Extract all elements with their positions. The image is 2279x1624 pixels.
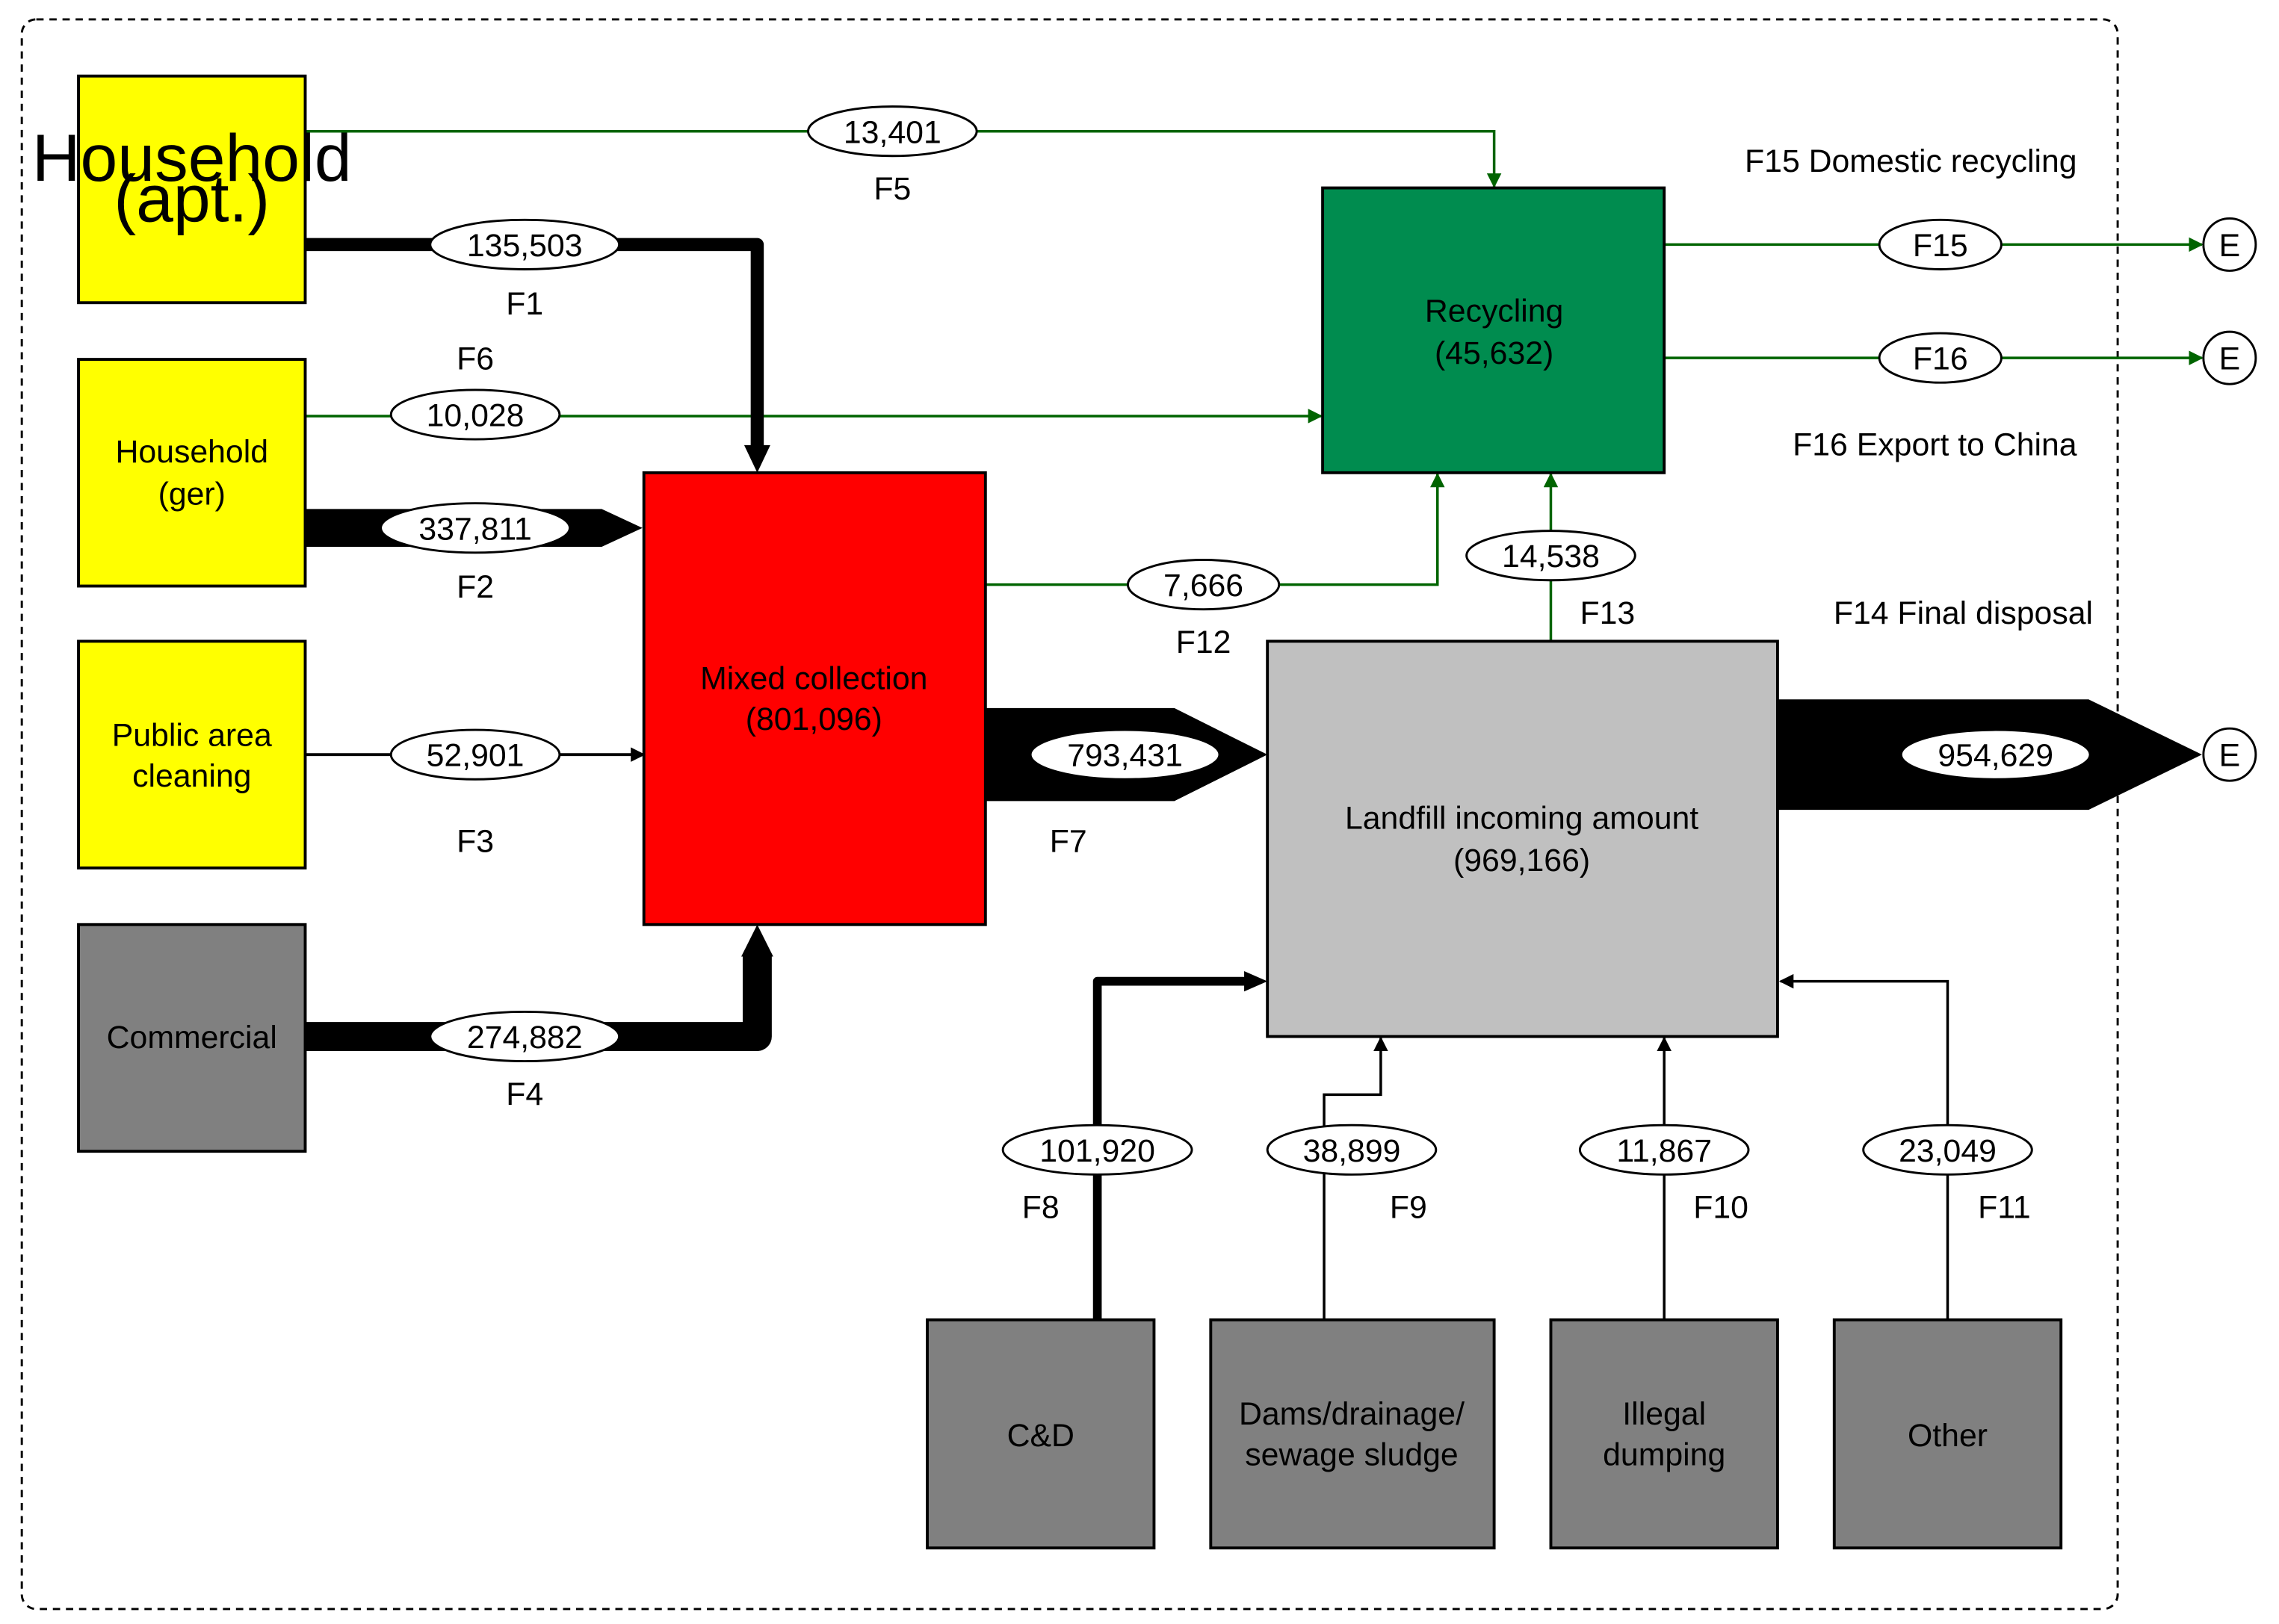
system-boundary bbox=[20, 18, 2119, 1611]
flow-value-f12: 7,666 bbox=[1126, 559, 1281, 611]
f9-id: F9 bbox=[1390, 1190, 1427, 1226]
household-ger-label-1: Household bbox=[115, 434, 268, 470]
flow-value-f1: 135,503 bbox=[429, 218, 621, 270]
exit-label-f14: E bbox=[2219, 738, 2241, 774]
landfill-label-1: Landfill incoming amount bbox=[1345, 800, 1698, 836]
f4-id: F4 bbox=[506, 1076, 543, 1112]
household-apt-label-1: Household bbox=[32, 120, 352, 195]
f10-value: 11,867 bbox=[1616, 1133, 1712, 1169]
flow-arrowhead-f1 bbox=[743, 444, 770, 473]
f4-value: 274,882 bbox=[467, 1020, 583, 1056]
flow-value-f11: 23,049 bbox=[1862, 1124, 2033, 1176]
illegal-label-1: Illegal bbox=[1622, 1396, 1706, 1432]
f12-value: 7,666 bbox=[1163, 568, 1243, 604]
public-area-label-1: Public area bbox=[112, 717, 272, 753]
commercial-label: Commercial bbox=[107, 1020, 277, 1056]
exit-label-f15: E bbox=[2219, 228, 2241, 264]
node-mixed-collection: Mixed collection (801,096) bbox=[642, 471, 987, 926]
f13-value: 14,538 bbox=[1502, 539, 1600, 574]
flow-label-f16: F16 bbox=[1878, 332, 2003, 384]
f2-id: F2 bbox=[457, 569, 494, 605]
flow-line-f11 bbox=[1778, 973, 1949, 1320]
mixed-collection-label-2: (801,096) bbox=[746, 701, 882, 737]
annotation-f16: F16 Export to China bbox=[1793, 427, 2077, 462]
flow-value-f7: 793,431 bbox=[1029, 728, 1221, 781]
annotation-f14: F14 Final disposal bbox=[1834, 595, 2093, 631]
f8-value: 101,920 bbox=[1039, 1133, 1155, 1169]
flow-value-f10: 11,867 bbox=[1578, 1124, 1750, 1176]
flow-arrowhead-f4 bbox=[741, 924, 773, 957]
household-ger-label-2: (ger) bbox=[158, 477, 226, 512]
f5-id: F5 bbox=[873, 171, 911, 207]
cd-label: C&D bbox=[1007, 1418, 1074, 1454]
flow-value-f14: 954,629 bbox=[1899, 728, 2091, 781]
f12-id: F12 bbox=[1176, 625, 1231, 660]
node-landfill: Landfill incoming amount (969,166) bbox=[1266, 639, 1779, 1038]
flow-label-f15: F15 bbox=[1878, 218, 2003, 270]
flow-value-f6: 10,028 bbox=[389, 388, 561, 441]
flow-value-f3: 52,901 bbox=[389, 728, 561, 781]
flow-line-f5 bbox=[305, 129, 1502, 188]
f3-value: 52,901 bbox=[427, 738, 525, 774]
exit-node-f16: E bbox=[2202, 330, 2257, 385]
node-cd: C&D bbox=[926, 1318, 1156, 1550]
node-commercial: Commercial bbox=[77, 923, 307, 1153]
flow-value-f13: 14,538 bbox=[1465, 530, 1636, 582]
node-recycling: Recycling (45,632) bbox=[1321, 186, 1666, 474]
dams-label-1: Dams/drainage/ bbox=[1239, 1396, 1465, 1432]
flow-value-f4: 274,882 bbox=[429, 1010, 621, 1063]
flow-value-f5: 13,401 bbox=[807, 105, 978, 158]
node-household-ger: Household (ger) bbox=[77, 358, 307, 588]
f3-id: F3 bbox=[457, 823, 494, 859]
node-household-apt: Household (apt.) bbox=[32, 74, 352, 305]
node-other: Other bbox=[1832, 1318, 2063, 1550]
household-apt-label-2: (apt.) bbox=[114, 161, 270, 235]
f1-id: F1 bbox=[506, 286, 543, 322]
illegal-label-2: dumping bbox=[1603, 1437, 1725, 1472]
f15-label: F15 bbox=[1913, 228, 1968, 264]
f6-id: F6 bbox=[457, 341, 494, 377]
flow-line-f9 bbox=[1323, 1036, 1388, 1320]
dams-label-2: sewage sludge bbox=[1245, 1437, 1458, 1472]
mixed-collection-label-1: Mixed collection bbox=[700, 661, 927, 697]
f7-id: F7 bbox=[1050, 823, 1087, 859]
f14-value: 954,629 bbox=[1938, 738, 2053, 774]
exit-label-f16: E bbox=[2219, 341, 2241, 377]
flow-line-f8 bbox=[1092, 976, 1247, 1320]
other-label: Other bbox=[1908, 1418, 1988, 1454]
node-public-area-cleaning: Public area cleaning bbox=[77, 639, 307, 870]
node-dams-drainage-sludge: Dams/drainage/ sewage sludge bbox=[1209, 1318, 1496, 1550]
flow-value-f9: 38,899 bbox=[1266, 1124, 1438, 1176]
flow-value-f2: 337,811 bbox=[380, 502, 571, 554]
f6-value: 10,028 bbox=[427, 398, 525, 434]
f10-id: F10 bbox=[1693, 1190, 1748, 1226]
exit-node-f15: E bbox=[2202, 217, 2257, 272]
f11-value: 23,049 bbox=[1899, 1133, 1997, 1169]
f2-value: 337,811 bbox=[418, 511, 531, 547]
f1-value: 135,503 bbox=[467, 228, 583, 264]
recycling-label-2: (45,632) bbox=[1435, 335, 1553, 371]
f7-value: 793,431 bbox=[1067, 738, 1183, 774]
public-area-label-2: cleaning bbox=[132, 758, 251, 794]
f8-id: F8 bbox=[1022, 1190, 1060, 1226]
flow-value-f8: 101,920 bbox=[1001, 1124, 1193, 1176]
node-illegal-dumping: Illegal dumping bbox=[1549, 1318, 1779, 1550]
f16-label: F16 bbox=[1913, 341, 1968, 377]
recycling-label-1: Recycling bbox=[1425, 294, 1563, 329]
flow-arrowhead-f8 bbox=[1244, 970, 1268, 992]
f13-id: F13 bbox=[1580, 595, 1635, 631]
f9-value: 38,899 bbox=[1303, 1133, 1401, 1169]
exit-node-f14: E bbox=[2202, 727, 2257, 782]
annotation-f15: F15 Domestic recycling bbox=[1745, 143, 2077, 179]
f11-id: F11 bbox=[1978, 1190, 2031, 1226]
f5-value: 13,401 bbox=[844, 114, 941, 150]
landfill-label-2: (969,166) bbox=[1453, 843, 1590, 878]
